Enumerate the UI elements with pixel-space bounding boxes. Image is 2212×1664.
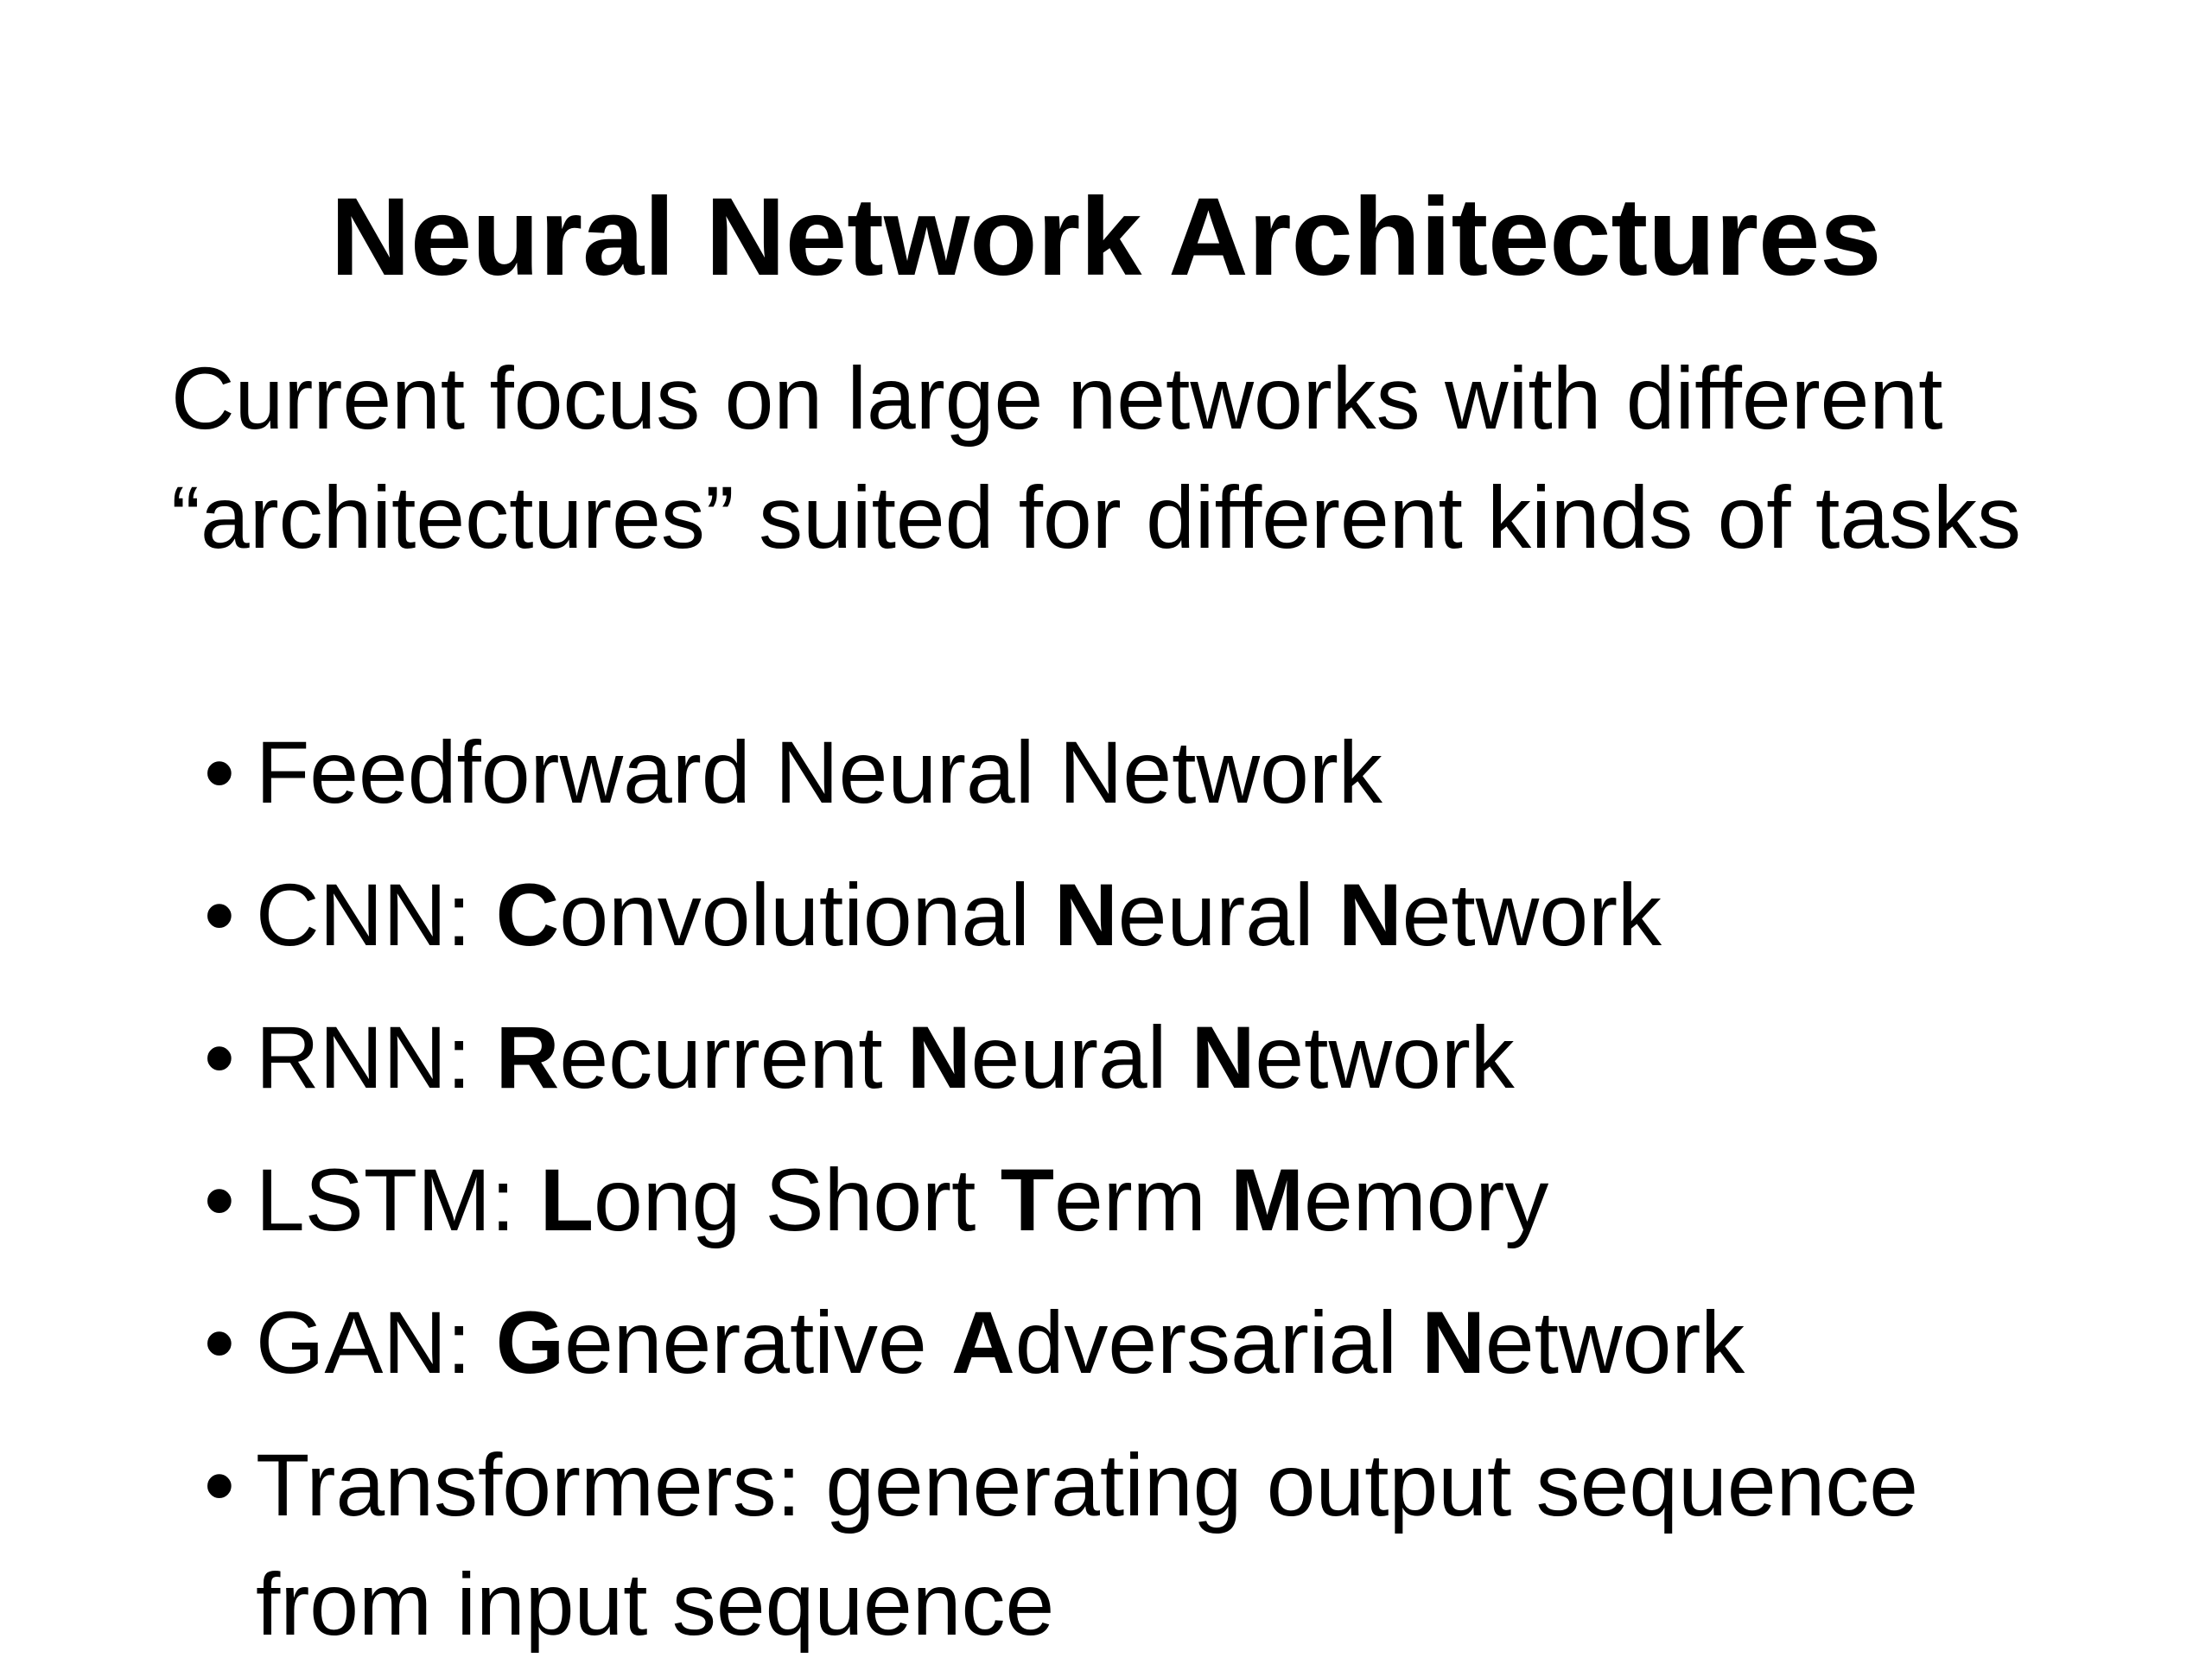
bold-initial: G bbox=[495, 1293, 565, 1392]
text-segment: dversarial bbox=[1014, 1293, 1422, 1392]
text-segment: Feedforward Neural Network bbox=[256, 723, 1382, 822]
list-item-text: CNN: Convolutional Neural Network bbox=[256, 855, 2070, 975]
list-item-text: GAN: Generative Adversarial Network bbox=[256, 1283, 2070, 1402]
text-segment: erm bbox=[1054, 1151, 1230, 1249]
bold-initial: M bbox=[1230, 1151, 1304, 1249]
slide-title: Neural Network Architectures bbox=[330, 175, 1882, 299]
text-segment: ong Short bbox=[594, 1151, 1001, 1249]
list-item-text: Transformers: generating output sequence… bbox=[256, 1426, 2070, 1664]
bullet-icon: • bbox=[204, 723, 235, 822]
text-segment: GAN: bbox=[256, 1293, 496, 1392]
bold-initial: N bbox=[1054, 866, 1118, 964]
bullet-icon: • bbox=[204, 1008, 235, 1107]
bold-initial: N bbox=[906, 1008, 971, 1107]
text-segment: etwork bbox=[1255, 1008, 1515, 1107]
text-segment: RNN: bbox=[256, 1008, 496, 1107]
intro-paragraph: Current focus on large networks with dif… bbox=[171, 349, 2022, 567]
bullet-icon: • bbox=[204, 1436, 235, 1534]
bold-initial: C bbox=[495, 866, 560, 964]
list-item-text: Feedforward Neural Network bbox=[256, 713, 2070, 832]
bullet-icon: • bbox=[204, 866, 235, 964]
text-segment: etwork bbox=[1484, 1293, 1745, 1392]
text-segment: eural bbox=[970, 1008, 1192, 1107]
bold-initial: N bbox=[1191, 1008, 1255, 1107]
list-item-text: RNN: Recurrent Neural Network bbox=[256, 998, 2070, 1117]
bold-initial: T bbox=[1000, 1151, 1054, 1249]
text-segment: etwork bbox=[1402, 866, 1662, 964]
text-segment: enerative bbox=[564, 1293, 952, 1392]
text-segment: ecurrent bbox=[559, 1008, 907, 1107]
bold-initial: R bbox=[495, 1008, 560, 1107]
text-segment: onvolutional bbox=[559, 866, 1055, 964]
list-item-text: LSTM: Long Short Term Memory bbox=[256, 1140, 2070, 1260]
text-segment: CNN: bbox=[256, 866, 496, 964]
bullet-icon: • bbox=[204, 1293, 235, 1392]
text-segment: eural bbox=[1117, 866, 1338, 964]
bold-initial: A bbox=[951, 1293, 1015, 1392]
bullet-icon: • bbox=[204, 1151, 235, 1249]
text-segment: emory bbox=[1303, 1151, 1549, 1249]
bold-initial: N bbox=[1421, 1293, 1485, 1392]
bold-initial: L bbox=[539, 1151, 594, 1249]
text-segment: LSTM: bbox=[256, 1151, 540, 1249]
bold-initial: N bbox=[1338, 866, 1402, 964]
text-segment: Transformers: generating output sequence… bbox=[256, 1436, 1919, 1654]
